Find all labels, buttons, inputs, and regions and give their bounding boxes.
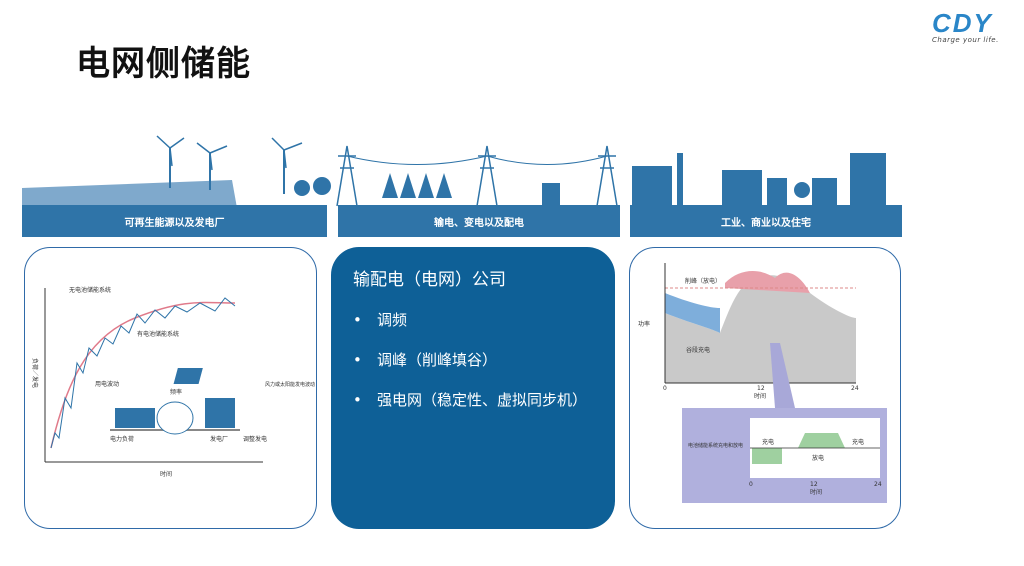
wind-turbines xyxy=(156,135,303,194)
peak-label: 削峰（放电） xyxy=(685,277,721,285)
load-balancing-figure: 无电池储能系统 有电池储能系统 用电波动 频率 风力或太阳能发电波动 电力负荷 … xyxy=(24,247,317,529)
bullet-frequency: 调频 xyxy=(353,310,593,330)
peak-shaving-chart: 削峰（放电） 谷段充电 功率 0 12 24 时间 电池储能系统充电和放电 充电… xyxy=(638,263,887,503)
tick: 12 xyxy=(757,385,765,392)
trees xyxy=(382,173,452,198)
solar-panels xyxy=(22,180,237,208)
y-label: 负荷／发电 xyxy=(31,358,39,388)
charge-label: 充电 xyxy=(762,438,774,446)
fluctuating-curve xyxy=(50,297,236,449)
label-no-battery: 无电池储能系统 xyxy=(69,286,111,294)
banner-section-consumers: 工业、商业以及住宅 xyxy=(630,205,902,237)
bullet-strong-grid: 强电网（稳定性、虚拟同步机） xyxy=(353,390,593,410)
tick: 0 xyxy=(749,481,753,488)
tick: 24 xyxy=(874,481,882,488)
inset-label: 电池储能系统充电和放电 xyxy=(688,442,743,449)
buildings xyxy=(632,153,886,206)
label-frequency: 频率 xyxy=(170,388,182,396)
area-base xyxy=(665,275,856,383)
tick: 12 xyxy=(810,481,818,488)
banner-section-generation: 可再生能源以及发电厂 xyxy=(22,205,327,237)
label-renewable: 风力或太阳能发电波动 xyxy=(265,381,315,388)
panel-heading: 输配电（电网）公司 xyxy=(353,270,506,290)
label-adjust: 调整发电 xyxy=(243,435,267,443)
balance-scale-icon xyxy=(110,368,240,435)
x-label: 时间 xyxy=(810,488,822,496)
energy-chain-banner: 可再生能源以及发电厂 输电、变电以及配电 工业、商业以及住宅 xyxy=(22,128,902,238)
transmission-towers xyxy=(336,145,618,207)
label-with-battery: 有电池储能系统 xyxy=(137,330,179,338)
label-load: 电力负荷 xyxy=(110,435,134,443)
area-discharge xyxy=(725,271,810,293)
x-label: 时间 xyxy=(754,392,766,400)
x-label: 时间 xyxy=(160,470,172,478)
tick: 24 xyxy=(851,385,859,392)
banner-section-transmission: 输电、变电以及配电 xyxy=(338,205,620,237)
tick: 0 xyxy=(663,385,667,392)
label-plant: 发电厂 xyxy=(210,435,228,443)
y-label: 功率 xyxy=(638,320,650,328)
cdy-logo: CDY Charge your life. xyxy=(932,8,999,44)
energy-chain-illustration xyxy=(22,135,886,208)
page-title: 电网侧储能 xyxy=(76,44,251,84)
load-generation-chart: 无电池储能系统 有电池储能系统 用电波动 频率 风力或太阳能发电波动 电力负荷 … xyxy=(31,286,315,478)
area-charge xyxy=(665,293,720,333)
discharge-label: 放电 xyxy=(812,454,824,462)
bullet-peak-shaving: 调峰（削峰填谷） xyxy=(353,350,593,370)
peak-shaving-figure: 削峰（放电） 谷段充电 功率 0 12 24 时间 电池储能系统充电和放电 充电… xyxy=(629,247,901,529)
charge-label: 充电 xyxy=(852,438,864,446)
valley-label: 谷段充电 xyxy=(686,346,710,354)
zoom-connector xyxy=(770,343,795,408)
label-load-fluct: 用电波动 xyxy=(95,380,119,388)
grid-company-panel: 输配电（电网）公司 调频 调峰（削峰填谷） 强电网（稳定性、虚拟同步机） xyxy=(331,247,615,529)
